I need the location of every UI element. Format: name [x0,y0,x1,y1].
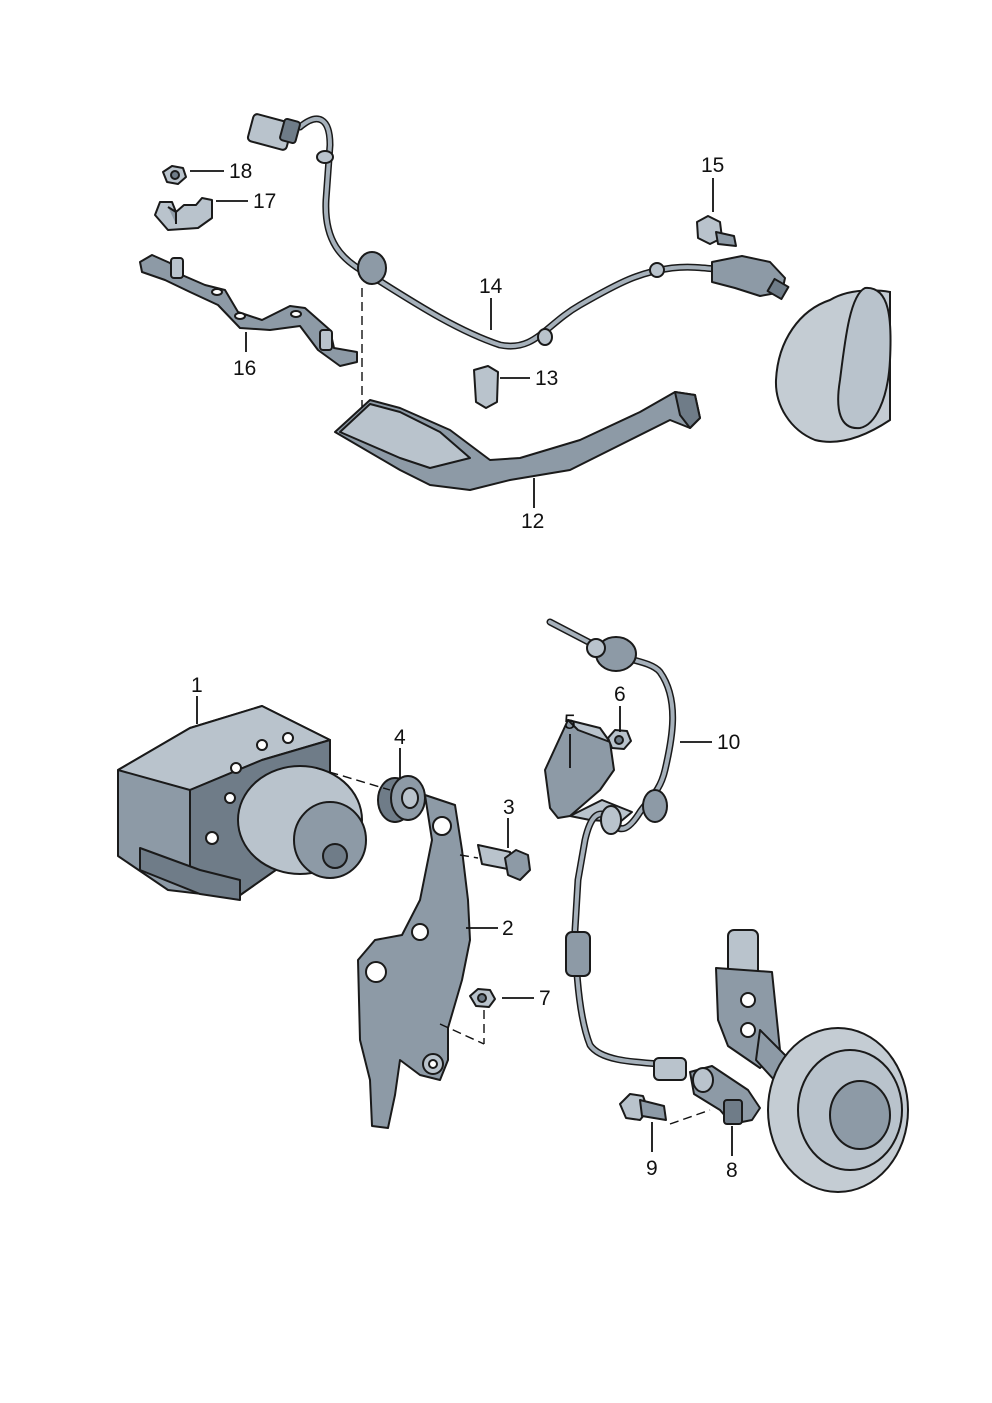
callout-4: 4 [394,726,406,749]
upper-leader-lines [190,170,714,508]
abs-unit-part-1 [117,705,367,901]
bracket-part-16 [139,254,358,367]
clip-part-13 [473,365,499,409]
sensor-cable-part-14 [246,113,790,350]
front-wheel-hub [715,929,909,1193]
sensor-cable-part-10 [546,618,687,1081]
callout-8: 8 [726,1159,738,1182]
callout-5: 5 [564,711,576,734]
callout-9: 9 [646,1157,658,1180]
callout-2: 2 [502,917,514,940]
callout-7: 7 [539,987,551,1010]
callout-6: 6 [614,683,626,706]
lower-leader-lines [196,696,733,1156]
bracket-part-2 [357,794,471,1129]
nut-part-18 [162,165,187,185]
callout-12: 12 [521,510,544,533]
bolt-part-15 [696,215,737,247]
callout-13: 13 [535,367,558,390]
nut-part-7 [469,988,496,1008]
grommet-part-4 [377,775,426,823]
bolt-part-3 [477,844,531,881]
callout-17: 17 [253,190,276,213]
callout-10: 10 [717,731,740,754]
clip-part-17 [154,197,213,231]
callout-3: 3 [503,796,515,819]
callout-15: 15 [701,154,724,177]
callout-14: 14 [479,275,503,298]
callout-16: 16 [233,357,256,380]
bolt-part-9 [619,1093,667,1121]
cable-guide-part-12 [334,391,701,491]
callout-1: 1 [191,674,203,697]
speed-sensor-part-8 [689,1065,761,1125]
callout-18: 18 [229,160,252,183]
rear-brake-disc [774,286,892,443]
callout-labels: 18 17 16 14 13 15 12 1 4 3 2 7 5 6 10 9 … [191,154,740,1182]
nut-part-6 [607,729,632,750]
